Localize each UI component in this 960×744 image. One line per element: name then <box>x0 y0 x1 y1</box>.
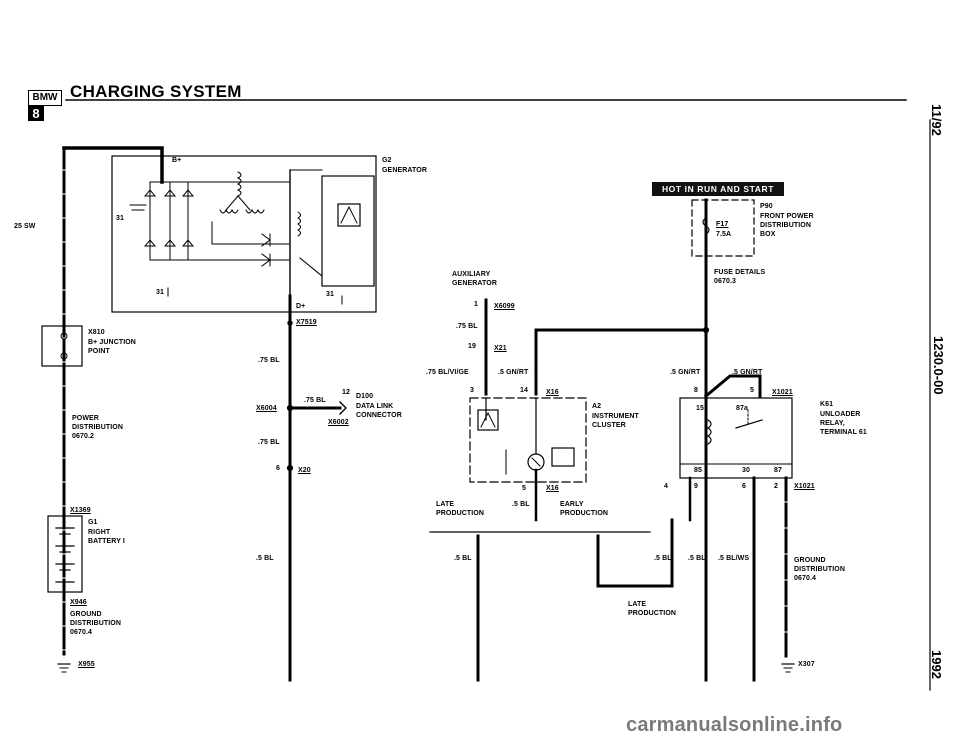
logo-bottom: 8 <box>28 106 44 121</box>
label-gnrt-b: .5 GN/RT <box>670 369 701 376</box>
generator-box <box>111 155 377 313</box>
label-75bl-b: .75 BL <box>304 397 326 404</box>
label-x955: X955 <box>78 661 95 668</box>
fuse-box <box>691 199 755 257</box>
label-x6004: X6004 <box>256 405 277 412</box>
label-aux-gen: AUXILIARY GENERATOR <box>452 271 497 287</box>
label-late-prod-a: LATE PRODUCTION <box>436 501 485 517</box>
label-a2: A2 <box>592 403 602 410</box>
label-junction: B+ JUNCTION POINT <box>88 339 136 355</box>
label-31b: 31 <box>156 289 164 296</box>
label-pin4: 4 <box>664 483 668 490</box>
label-gnrt-c: .5 GN/RT <box>732 369 763 376</box>
regulator-mark <box>340 205 358 224</box>
label-pin14: 14 <box>520 387 528 394</box>
label-75bl-d: .75 BL <box>456 323 478 330</box>
page-title: CHARGING SYSTEM <box>70 82 242 101</box>
label-x1021-b: X1021 <box>794 483 815 490</box>
label-pin85: 85 <box>694 467 702 474</box>
label-generator: GENERATOR <box>382 167 427 174</box>
label-5bl-b: .5 BL <box>512 501 530 508</box>
hot-in-run-badge: HOT IN RUN AND START <box>652 182 784 196</box>
label-pin6-b: 6 <box>742 483 746 490</box>
battery-box <box>47 515 83 593</box>
label-x20: X20 <box>298 467 311 474</box>
label-g2: G2 <box>382 157 392 164</box>
label-25sw: 25 SW <box>14 223 36 230</box>
label-x1369: X1369 <box>70 507 91 514</box>
label-pin15: 15 <box>696 405 704 412</box>
label-early-prod: EARLY PRODUCTION <box>560 501 609 517</box>
label-pin2: 2 <box>774 483 778 490</box>
x810-box <box>41 325 83 367</box>
label-pin9: 9 <box>694 483 698 490</box>
label-d100: D100 <box>356 393 374 400</box>
generator-inner <box>321 175 375 287</box>
label-pin30: 30 <box>742 467 750 474</box>
label-dplus: D+ <box>296 303 306 310</box>
wire-x21 <box>534 328 708 396</box>
label-gnrt-a: .5 GN/RT <box>498 369 529 376</box>
label-battery: RIGHT BATTERY I <box>88 529 125 545</box>
label-pin5-b: 5 <box>750 387 754 394</box>
label-bplus: B+ <box>172 157 182 164</box>
label-pin87a: 87a <box>736 405 748 412</box>
label-75bl-c: .75 BL <box>258 439 280 446</box>
label-ground-dist-a: GROUND DISTRIBUTION 0670.4 <box>70 611 121 636</box>
cluster-box <box>469 397 587 483</box>
logo-top: BMW <box>28 90 62 106</box>
label-x810: X810 <box>88 329 105 336</box>
side-year: 1992 <box>929 650 944 679</box>
label-datalink: DATA LINK CONNECTOR <box>356 403 402 419</box>
label-5bl-c: .5 BL <box>454 555 472 562</box>
side-page: 1230.0-00 <box>931 336 946 395</box>
label-pin1: 1 <box>474 301 478 308</box>
label-p90: P90 <box>760 203 773 210</box>
label-pin8: 8 <box>694 387 698 394</box>
label-x6099: X6099 <box>494 303 515 310</box>
label-cluster: INSTRUMENT CLUSTER <box>592 413 639 429</box>
label-pin3: 3 <box>470 387 474 394</box>
label-5bl-e: .5 BL <box>688 555 706 562</box>
label-pin6: 6 <box>276 465 280 472</box>
label-pin12: 12 <box>342 389 350 396</box>
label-x7519: X7519 <box>296 319 317 326</box>
label-late-prod-b: LATE PRODUCTION <box>628 601 677 617</box>
label-front-power: FRONT POWER DISTRIBUTION BOX <box>760 213 814 238</box>
label-x1021-a: X1021 <box>772 389 793 396</box>
label-pin87: 87 <box>774 467 782 474</box>
label-x21: X21 <box>494 345 507 352</box>
label-x6002: X6002 <box>328 419 349 426</box>
label-unloader: UNLOADER RELAY, TERMINAL 61 <box>820 411 867 436</box>
label-x946: X946 <box>70 599 87 606</box>
label-k61: K61 <box>820 401 834 408</box>
side-date: 11/92 <box>929 104 944 136</box>
label-5bl-a: .5 BL <box>256 555 274 562</box>
label-fuse-details: FUSE DETAILS 0670.3 <box>714 269 766 285</box>
label-f17-amp: 7.5A <box>716 231 732 238</box>
label-blvige: .75 BL/VI/GE <box>426 369 469 376</box>
label-pin5-a: 5 <box>522 485 526 492</box>
label-x16-b: X16 <box>546 485 559 492</box>
label-blws: .5 BL/WS <box>718 555 750 562</box>
label-31c: 31 <box>326 291 334 298</box>
regulator-symbol <box>337 203 361 227</box>
bmw-logo: BMW 8 <box>28 90 62 124</box>
d100-connector <box>339 401 347 415</box>
label-x16-a: X16 <box>546 389 559 396</box>
label-f17: F17 <box>716 221 729 228</box>
label-g1: G1 <box>88 519 98 526</box>
watermark-footer: carmanualsonline.info <box>626 714 843 736</box>
label-ground-dist-b: GROUND DISTRIBUTION 0670.4 <box>794 557 845 582</box>
label-pin19: 19 <box>468 343 476 350</box>
label-31a: 31 <box>116 215 124 222</box>
label-75bl-a: .75 BL <box>258 357 280 364</box>
wire-early <box>596 518 674 588</box>
label-power-dist: POWER DISTRIBUTION 0670.2 <box>72 415 123 440</box>
wire-25sw <box>62 146 164 184</box>
label-5bl-d: .5 BL <box>654 555 672 562</box>
label-x307: X307 <box>798 661 815 668</box>
